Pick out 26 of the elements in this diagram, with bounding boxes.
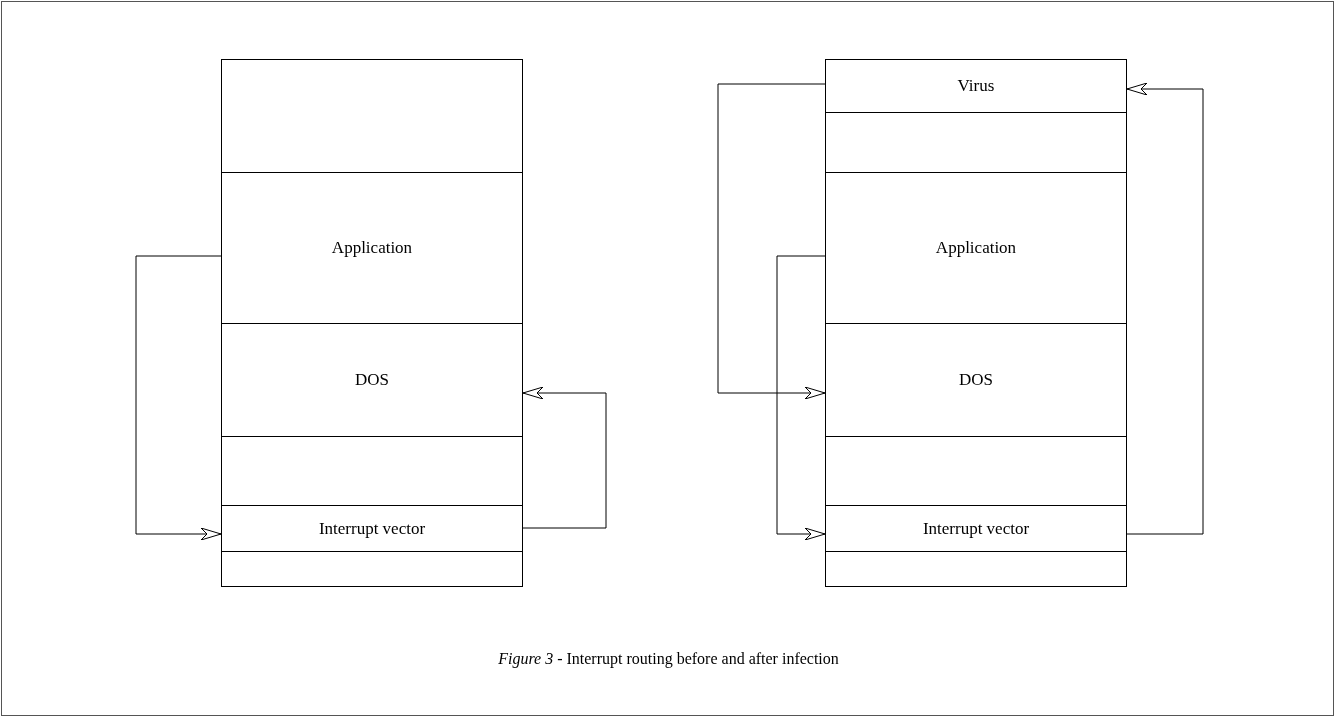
empty-memory-block <box>221 436 523 506</box>
memory-block <box>825 59 1127 113</box>
arrow <box>1126 82 1204 535</box>
block-label: Interrupt vector <box>922 518 1030 539</box>
arrow <box>522 386 607 529</box>
memory-block <box>221 172 523 324</box>
block-label: DOS <box>959 370 993 390</box>
arrow <box>717 83 826 400</box>
empty-memory-block <box>221 551 523 587</box>
block-label: Application <box>331 238 413 258</box>
block-label: Interrupt vector <box>318 518 426 539</box>
block-label: Virus <box>957 76 995 96</box>
memory-block <box>825 172 1127 324</box>
memory-block <box>825 323 1127 437</box>
empty-memory-block <box>825 112 1127 173</box>
block-label: Application <box>935 238 1017 258</box>
memory-block <box>221 323 523 437</box>
arrow <box>135 255 222 541</box>
empty-memory-block <box>221 59 523 173</box>
arrow <box>776 255 826 541</box>
figure-caption: Figure 3 - Interrupt routing before and after infection <box>498 650 839 668</box>
memory-block <box>825 505 1127 552</box>
empty-memory-block <box>825 551 1127 587</box>
block-label: DOS <box>355 370 389 390</box>
memory-block <box>221 505 523 552</box>
empty-memory-block <box>825 436 1127 506</box>
